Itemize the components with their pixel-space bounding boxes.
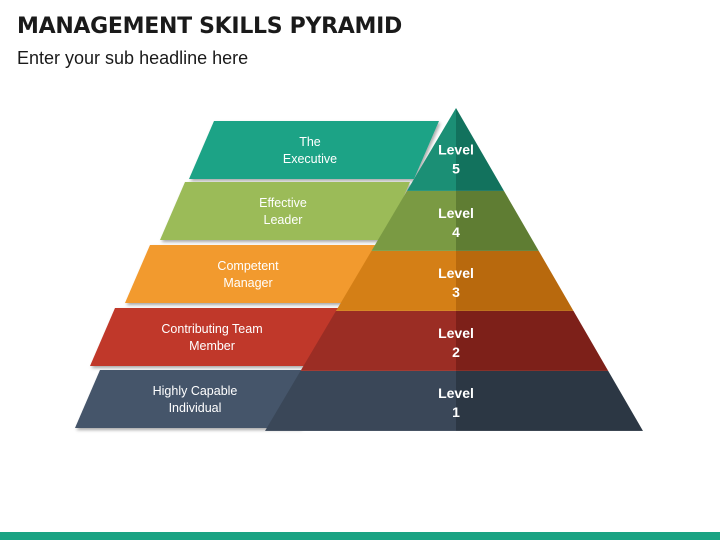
- footer-accent-bar: [0, 532, 720, 540]
- band-label-level-3: Manager: [223, 276, 272, 290]
- level-word-5: Level: [438, 142, 474, 158]
- band-label-level-5: The: [299, 135, 321, 149]
- band-label-level-4: Effective: [259, 196, 307, 210]
- band-label-level-1: Highly Capable: [153, 384, 238, 398]
- band-label-level-5: Executive: [283, 152, 337, 166]
- page-title: MANAGEMENT SKILLS PYRAMID: [17, 14, 402, 39]
- page-subtitle: Enter your sub headline here: [17, 48, 249, 68]
- pyramid-tier-level-3: [335, 251, 574, 312]
- band-level-2: [90, 308, 340, 366]
- label-bands: TheExecutiveEffectiveLeaderCompetentMana…: [75, 121, 439, 428]
- band-level-3: [125, 245, 375, 303]
- level-number-3: 3: [452, 284, 460, 300]
- band-label-level-2: Member: [189, 339, 235, 353]
- band-label-level-2: Contributing Team: [161, 322, 262, 336]
- level-number-4: 4: [452, 224, 460, 240]
- band-level-4: [160, 182, 410, 240]
- level-word-1: Level: [438, 385, 474, 401]
- pyramid-tier-level-1: [265, 371, 643, 432]
- band-label-level-1: Individual: [169, 401, 222, 415]
- level-number-1: 1: [452, 404, 460, 420]
- band-label-level-4: Leader: [264, 213, 303, 227]
- band-level-5: [189, 121, 439, 179]
- band-level-1: [75, 370, 325, 428]
- level-word-2: Level: [438, 325, 474, 341]
- level-number-5: 5: [452, 161, 460, 177]
- pyramid-tier-level-2: [300, 311, 609, 372]
- level-number-2: 2: [452, 344, 460, 360]
- band-label-level-3: Competent: [217, 259, 279, 273]
- level-word-3: Level: [438, 265, 474, 281]
- level-word-4: Level: [438, 205, 474, 221]
